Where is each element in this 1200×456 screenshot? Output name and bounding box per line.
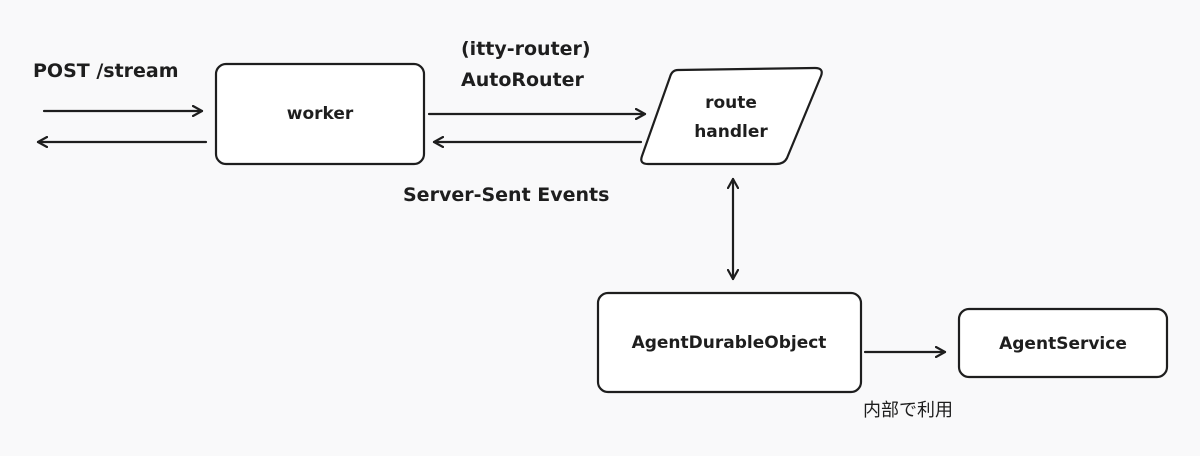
route-handler-label-line1: route — [705, 93, 757, 113]
route-handler-node — [640, 66, 823, 166]
worker-node — [214, 62, 426, 166]
agent-service-label: AgentService — [999, 334, 1127, 354]
sse-label: Server-Sent Events — [403, 184, 609, 206]
router-label-line2: AutoRouter — [461, 69, 585, 91]
agent-durable-object-label: AgentDurableObject — [632, 333, 827, 353]
request-label: POST /stream — [33, 60, 179, 82]
agent-service-node — [957, 307, 1169, 379]
router-label-line1: (itty-router) — [461, 38, 591, 60]
internal-use-label: 内部で利用 — [863, 400, 953, 421]
worker-label: worker — [287, 104, 354, 124]
route-handler-label-line2: handler — [694, 122, 768, 142]
agent-durable-object-node — [596, 291, 863, 394]
